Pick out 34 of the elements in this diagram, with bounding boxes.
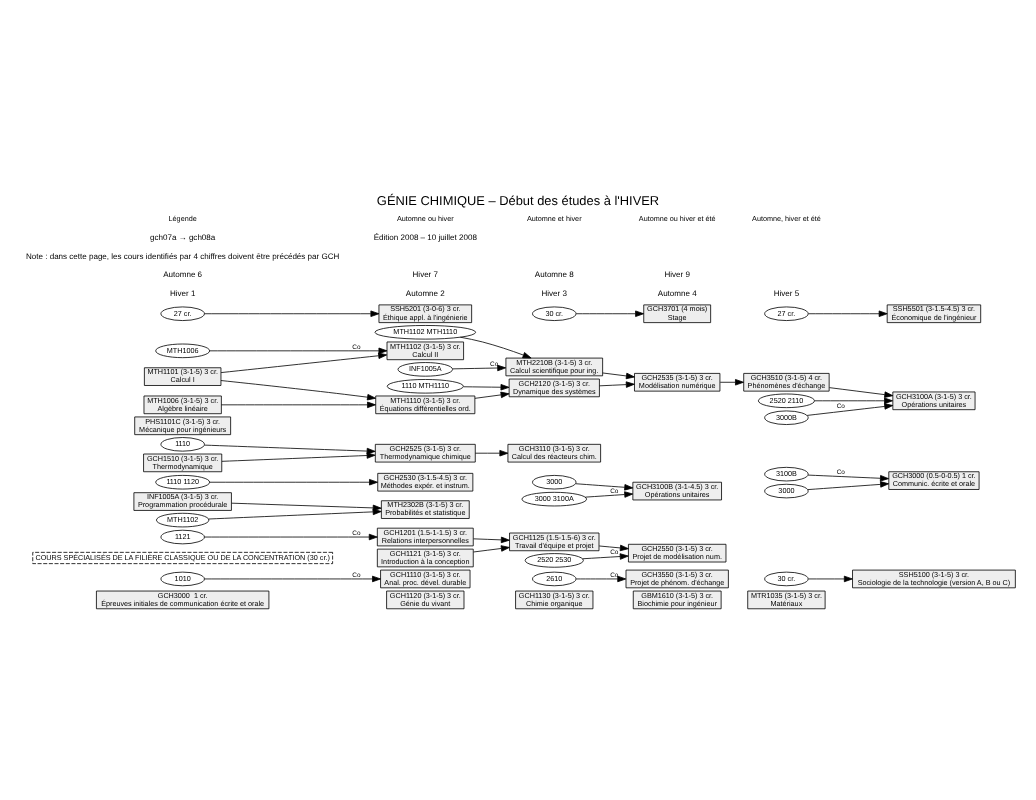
arrow (598, 544, 629, 552)
arrow (459, 336, 532, 359)
arrow (463, 384, 510, 391)
arrow (473, 536, 510, 544)
arrow (807, 474, 889, 482)
arrow (204, 575, 381, 583)
arrow (474, 449, 509, 457)
arrow (204, 310, 380, 317)
arrow (808, 310, 888, 317)
arrow (209, 347, 388, 355)
arrow (575, 310, 645, 317)
arrow (209, 479, 378, 486)
arrow (599, 381, 635, 388)
arrow (221, 452, 376, 462)
arrow (807, 481, 890, 490)
arrow (575, 575, 627, 583)
arrow (808, 575, 853, 583)
arrow (220, 352, 388, 373)
arrow (473, 545, 510, 553)
arrow (719, 379, 744, 386)
arrow (814, 397, 893, 405)
arrow (582, 553, 629, 560)
arrow (575, 483, 634, 491)
arrow (204, 533, 378, 541)
arrow (452, 364, 507, 372)
arrow (221, 401, 376, 409)
arrow (474, 391, 510, 399)
arrow (829, 387, 894, 398)
arrow (602, 372, 635, 380)
arrow (208, 508, 382, 520)
arrow (220, 380, 376, 401)
arrow (584, 491, 634, 498)
arrow (806, 403, 894, 416)
arrow (204, 444, 376, 455)
